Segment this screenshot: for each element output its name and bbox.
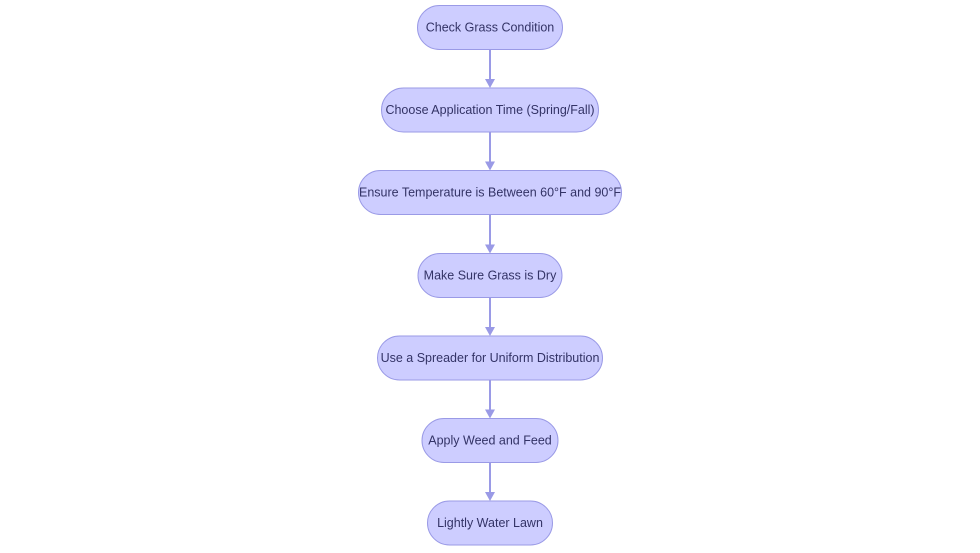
- node-shape: [421, 418, 559, 463]
- edge-check-grass-to-choose-time: [485, 49, 495, 88]
- arrow-head-icon: [485, 327, 495, 336]
- edge-apply-weed-feed-to-water-lawn: [485, 462, 495, 501]
- node-choose-time: Choose Application Time (Spring/Fall): [381, 87, 599, 133]
- node-shape: [358, 170, 622, 215]
- edge-choose-time-to-ensure-temp: [485, 132, 495, 171]
- node-water-lawn: Lightly Water Lawn: [427, 500, 553, 546]
- arrow-head-icon: [485, 161, 495, 171]
- node-shape: [427, 500, 553, 546]
- node-ensure-temp: Ensure Temperature is Between 60°F and 9…: [358, 170, 622, 215]
- arrow-head-icon: [485, 409, 495, 419]
- node-shape: [381, 87, 599, 133]
- node-label: Check Grass Condition: [426, 21, 555, 35]
- node-shape: [417, 253, 563, 298]
- node-shape: [417, 5, 563, 50]
- edge-use-spreader-to-apply-weed-feed: [485, 380, 495, 419]
- node-apply-weed-feed: Apply Weed and Feed: [421, 418, 559, 463]
- arrow-head-icon: [485, 492, 495, 501]
- node-check-grass: Check Grass Condition: [417, 5, 563, 50]
- node-label: Use a Spreader for Uniform Distribution: [381, 351, 600, 365]
- edge-grass-dry-to-use-spreader: [485, 297, 495, 336]
- node-grass-dry: Make Sure Grass is Dry: [417, 253, 563, 298]
- node-use-spreader: Use a Spreader for Uniform Distribution: [377, 335, 603, 381]
- node-label: Ensure Temperature is Between 60°F and 9…: [359, 186, 621, 200]
- node-label: Lightly Water Lawn: [437, 516, 543, 530]
- flowchart-edges: [485, 49, 495, 501]
- arrow-head-icon: [485, 244, 495, 254]
- node-label: Make Sure Grass is Dry: [424, 269, 557, 283]
- node-shape: [377, 335, 603, 381]
- node-label: Apply Weed and Feed: [428, 434, 552, 448]
- edge-ensure-temp-to-grass-dry: [485, 214, 495, 254]
- node-label: Choose Application Time (Spring/Fall): [385, 103, 594, 117]
- arrow-head-icon: [485, 79, 495, 88]
